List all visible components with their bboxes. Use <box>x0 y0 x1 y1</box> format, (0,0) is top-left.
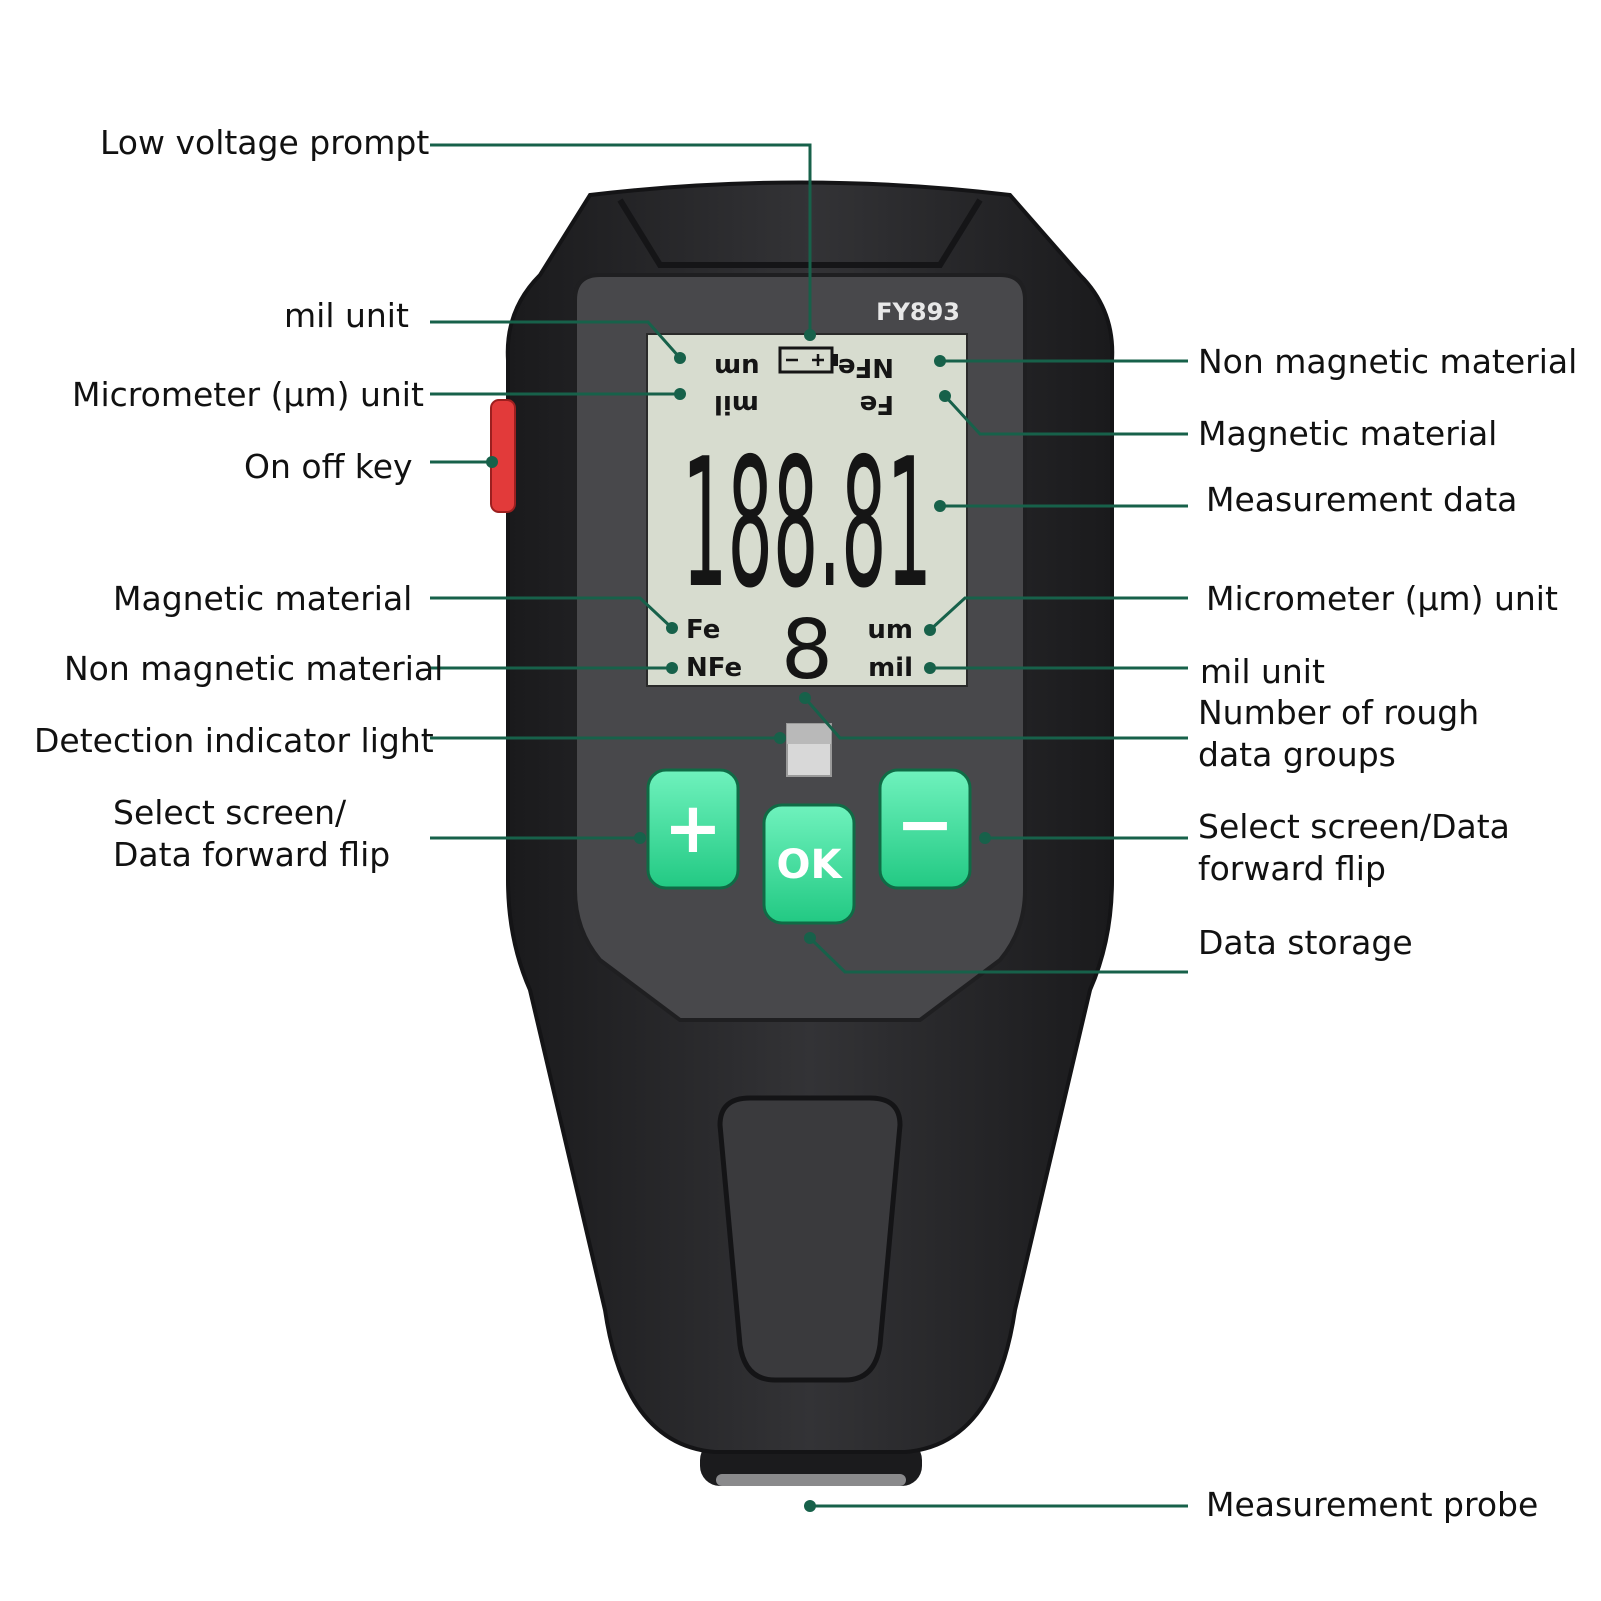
lcd-um-top: um <box>714 352 760 382</box>
callout-detection-light: Detection indicator light <box>34 721 434 760</box>
lcd-mil-top: mil <box>714 389 759 419</box>
minus-button[interactable]: − <box>878 768 972 890</box>
leader-lines <box>430 143 1188 1508</box>
battery-icon <box>778 346 838 374</box>
plus-button[interactable]: + <box>646 768 740 890</box>
lcd-screen <box>646 333 968 687</box>
callout-measurement-data: Measurement data <box>1206 480 1518 519</box>
callout-on-off-key: On off key <box>244 447 413 486</box>
leader-dots <box>486 329 991 1512</box>
callout-mil-unit-right: mil unit <box>1200 652 1325 691</box>
callout-magnetic-right: Magnetic material <box>1198 414 1498 453</box>
callout-select-left: Select screen/ Data forward flip <box>113 793 391 874</box>
grip-recess <box>717 1095 903 1383</box>
callout-micrometer-left: Micrometer (μm) unit <box>72 375 424 414</box>
callout-data-storage: Data storage <box>1198 923 1413 962</box>
model-label: FY893 <box>876 298 960 326</box>
lcd-nfe-bottom: NFe <box>686 653 742 683</box>
callout-non-magnetic-right: Non magnetic material <box>1198 342 1578 381</box>
svg-text:OK: OK <box>777 842 844 888</box>
ok-button[interactable]: OK <box>762 803 856 925</box>
lcd-fe-top: Fe <box>860 389 894 419</box>
callout-magnetic-left: Magnetic material <box>113 579 413 618</box>
lcd-fe-bottom: Fe <box>686 615 720 645</box>
svg-text:−: − <box>896 783 955 865</box>
callout-low-voltage: Low voltage prompt <box>100 123 430 162</box>
lcd-mil-bottom: mil <box>868 653 913 683</box>
callout-rough-groups: Number of rough data groups <box>1198 693 1480 774</box>
lcd-nfe-top: NFe <box>838 352 894 382</box>
lcd-group-count: 8 <box>781 603 833 698</box>
callout-micrometer-right: Micrometer (μm) unit <box>1206 579 1558 618</box>
on-off-key[interactable] <box>490 399 516 513</box>
svg-text:+: + <box>664 787 723 869</box>
lcd-um-bottom: um <box>867 615 913 645</box>
callout-probe: Measurement probe <box>1206 1485 1539 1524</box>
lcd-main-reading: 188.81 <box>682 420 932 627</box>
callout-non-magnetic-left: Non magnetic material <box>64 649 444 688</box>
callout-mil-unit-left: mil unit <box>284 296 409 335</box>
callout-select-right: Select screen/Data forward flip <box>1198 807 1510 888</box>
